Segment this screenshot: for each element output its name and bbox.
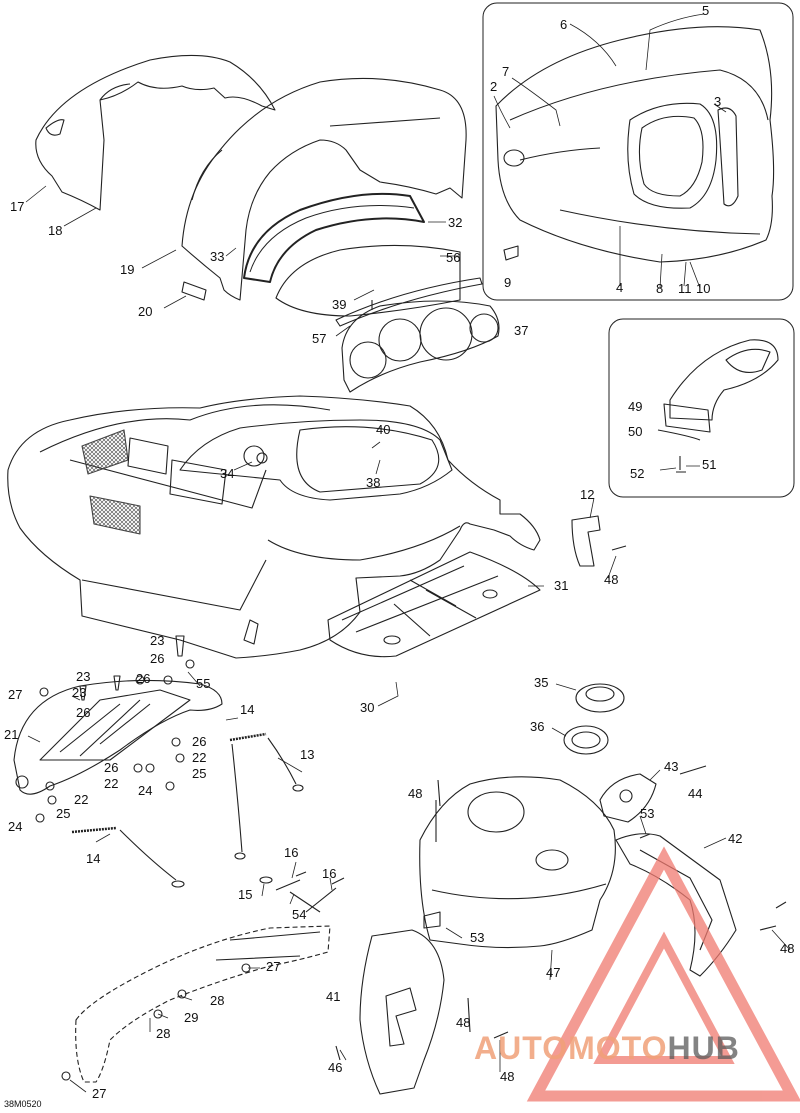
callout-24-mid: 24 <box>138 783 153 798</box>
windshield-19 <box>181 77 467 301</box>
callout-39: 39 <box>332 297 347 312</box>
diagram-code: 38M0520 <box>4 1099 42 1109</box>
callout-54: 54 <box>292 907 307 922</box>
lower-bracket <box>75 925 331 1083</box>
callout-24-left: 24 <box>8 819 23 834</box>
callout-7: 7 <box>502 64 510 79</box>
callout-8: 8 <box>656 281 664 296</box>
callout-26-left: 26 <box>76 705 91 720</box>
callout-32: 32 <box>448 215 463 230</box>
callout-49: 49 <box>628 399 643 414</box>
callout-57: 57 <box>312 331 327 346</box>
tray-31 <box>327 551 541 658</box>
callout-41: 41 <box>326 989 341 1004</box>
callout-6: 6 <box>560 17 568 32</box>
callout-10: 10 <box>696 281 711 296</box>
callout-11: 11 <box>678 281 692 296</box>
callout-15: 15 <box>238 887 253 902</box>
callout-46: 46 <box>328 1060 343 1075</box>
callout-48-upper: 48 <box>604 572 619 587</box>
callout-22-left: 22 <box>74 792 89 807</box>
callout-30: 30 <box>360 700 375 715</box>
callout-20: 20 <box>138 304 153 319</box>
callout-12: 12 <box>580 487 595 502</box>
callout-35: 35 <box>534 675 549 690</box>
callout-56: 56 <box>446 250 461 265</box>
tank-47 <box>419 776 616 949</box>
callout-53-upper: 53 <box>640 806 655 821</box>
callout-42: 42 <box>728 831 743 846</box>
inset-box-top <box>482 2 794 301</box>
callout-14-low: 14 <box>86 851 101 866</box>
watermark-logo-icon <box>526 846 800 1102</box>
callout-51: 51 <box>702 457 717 472</box>
callout-2: 2 <box>490 79 498 94</box>
callout-29: 29 <box>184 1010 199 1025</box>
callout-26-low: 26 <box>104 760 119 775</box>
callout-28-lower: 28 <box>156 1026 171 1041</box>
callout-37: 37 <box>514 323 529 338</box>
callout-23-top: 23 <box>150 633 165 648</box>
callout-17: 17 <box>10 199 25 214</box>
callout-14-top: 14 <box>240 702 255 717</box>
callout-3: 3 <box>714 94 722 109</box>
callout-23-left: 23 <box>72 685 87 700</box>
callout-19: 19 <box>120 262 135 277</box>
callout-16-right: 16 <box>322 866 337 881</box>
callout-53-lower: 53 <box>470 930 485 945</box>
callout-28-upper: 28 <box>210 993 225 1008</box>
callout-48-tank: 48 <box>408 786 423 801</box>
callout-25-left: 25 <box>56 806 71 821</box>
watermark-part2: HUB <box>667 1030 740 1066</box>
callout-47: 47 <box>546 965 561 980</box>
filler-gasket-36 <box>563 725 609 755</box>
inset-body-panel <box>495 26 775 263</box>
callout-27-low: 27 <box>92 1086 107 1101</box>
callout-52: 52 <box>630 466 645 481</box>
callout-43: 43 <box>664 759 679 774</box>
watermark-part1: AUTOMOTO <box>474 1030 668 1066</box>
callout-26-top: 26 <box>150 651 165 666</box>
guard-41 <box>359 929 445 1095</box>
callout-9: 9 <box>504 275 512 290</box>
callout-26-right: 26 <box>192 734 207 749</box>
callout-48-right: 48 <box>780 941 795 956</box>
callout-22-low: 22 <box>104 776 119 791</box>
callout-34: 34 <box>220 466 235 481</box>
callout-13: 13 <box>300 747 315 762</box>
callout-44: 44 <box>688 786 703 801</box>
hood-body <box>7 395 541 659</box>
vent-grille-upper <box>81 429 129 475</box>
callout-27-mid: 27 <box>266 959 281 974</box>
callout-31: 31 <box>554 578 569 593</box>
vent-grille-lower <box>89 495 141 535</box>
visor-trim-32 <box>243 192 425 283</box>
callout-38: 38 <box>366 475 381 490</box>
callout-4: 4 <box>616 280 624 295</box>
callout-23-mid: 23 <box>76 669 91 684</box>
callout-55: 55 <box>196 676 211 691</box>
callout-48-bottom: 48 <box>500 1069 515 1084</box>
callout-21: 21 <box>4 727 19 742</box>
callout-5: 5 <box>702 3 710 18</box>
callout-40: 40 <box>376 422 391 437</box>
callout-18: 18 <box>48 223 63 238</box>
side-panel-17 <box>35 54 276 211</box>
callout-27-top: 27 <box>8 687 23 702</box>
callout-22-right: 22 <box>192 750 207 765</box>
watermark-text: AUTOMOTOHUB <box>474 1030 794 1070</box>
inset-box-side <box>608 318 795 498</box>
callout-25-right: 25 <box>192 766 207 781</box>
callout-36: 36 <box>530 719 545 734</box>
callout-16-left: 16 <box>284 845 299 860</box>
filler-ring-35 <box>575 683 625 713</box>
side-bracket-42 <box>615 833 737 977</box>
callout-48-low: 48 <box>456 1015 471 1030</box>
gauge-cluster-37 <box>341 300 500 393</box>
callout-50: 50 <box>628 424 643 439</box>
callout-26-mid: 26 <box>136 671 151 686</box>
callout-33: 33 <box>210 249 225 264</box>
